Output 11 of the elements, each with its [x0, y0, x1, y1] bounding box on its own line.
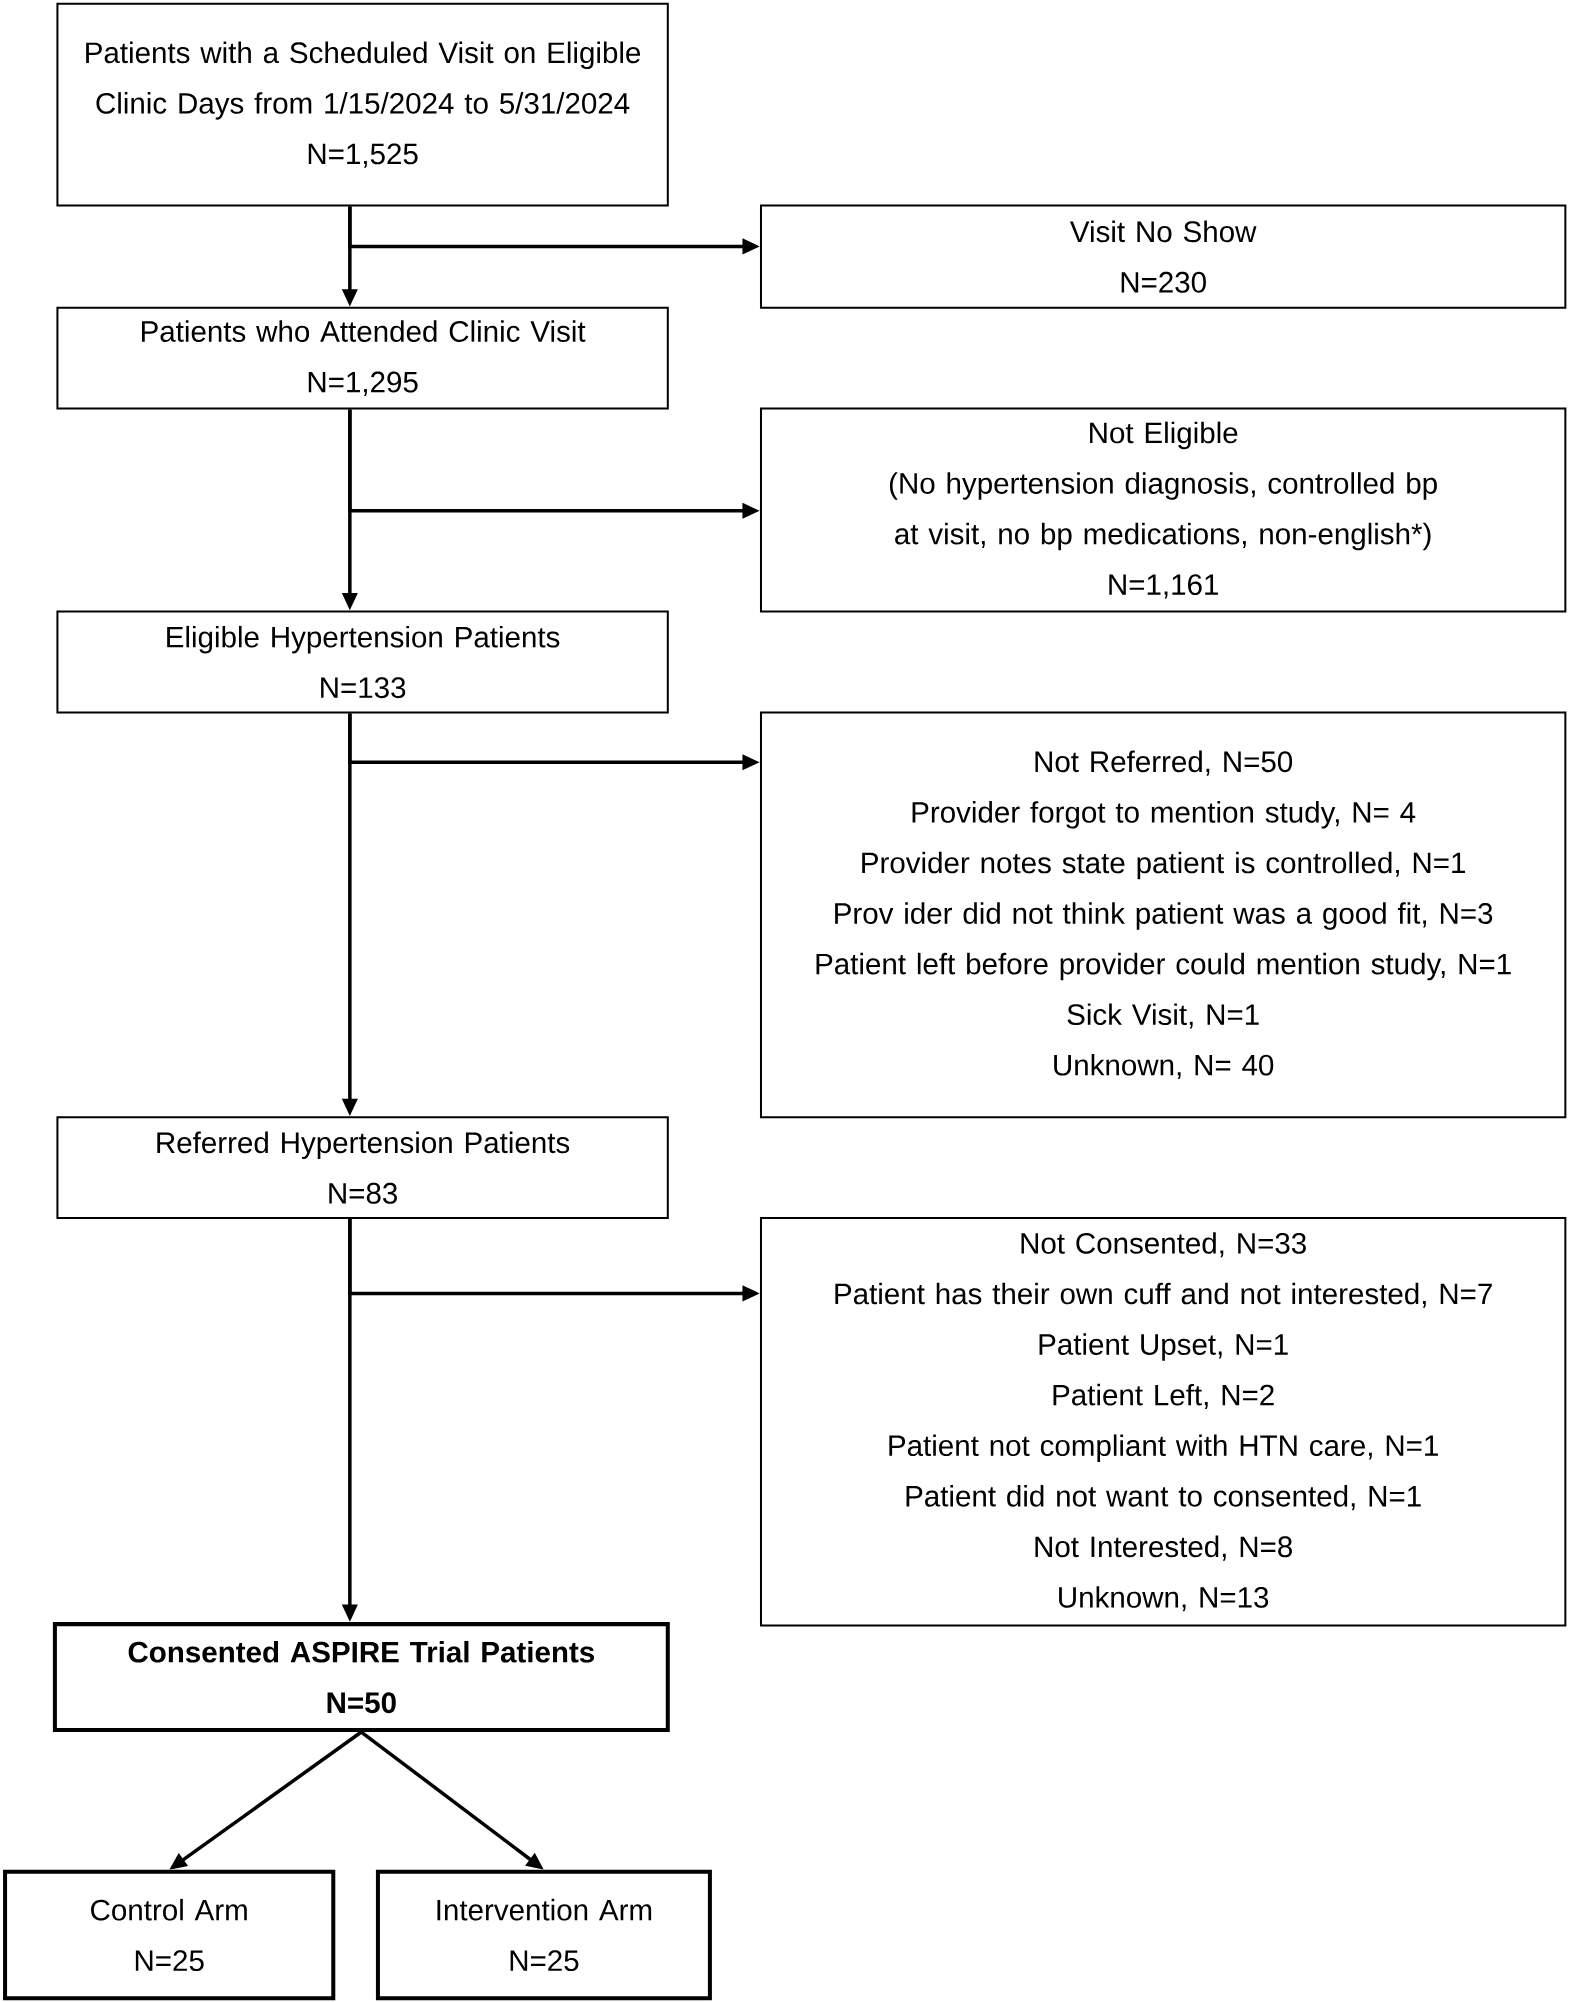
- exclusion-box: Not Consented, N=33 Patient has their own cuff and not interested, N=7 Patient Upset, N=1 Patient Left, N=2 Patient not compliant with HTN care, N=1 Patient did not want to consented, N=1 Not Interested, N=8 Unknown, N=13: [759, 1217, 1567, 1627]
- process-box: Referred Hypertension Patients N=83: [56, 1116, 669, 1220]
- process-box: Eligible Hypertension Patients N=133: [56, 610, 669, 714]
- exclusion-box: Not Eligible (No hypertension diagnosis, controlled bp at visit, no bp medications, non-english*) N=1,161: [759, 407, 1567, 613]
- process-box: Patients who Attended Clinic Visit N=1,295: [56, 306, 669, 410]
- arm-box: Control Arm N=25: [3, 1869, 336, 2001]
- exclusion-box: Visit No Show N=230: [759, 204, 1567, 309]
- process-box: Patients with a Scheduled Visit on Eligible Clinic Days from 1/15/2024 to 5/31/2024 N=1,525: [56, 2, 669, 207]
- exclusion-box: Not Referred, N=50 Provider forgot to mention study, N= 4 Provider notes state patient is controlled, N=1 Prov ider did not think patient was a good fit, N=3 Patient left before provider could mention study, N=1 Sick Visit, N=1 Unknown, N= 40: [759, 711, 1567, 1119]
- process-box: Consented ASPIRE Trial Patients N=50: [52, 1622, 670, 1733]
- arm-box: Intervention Arm N=25: [375, 1869, 712, 2001]
